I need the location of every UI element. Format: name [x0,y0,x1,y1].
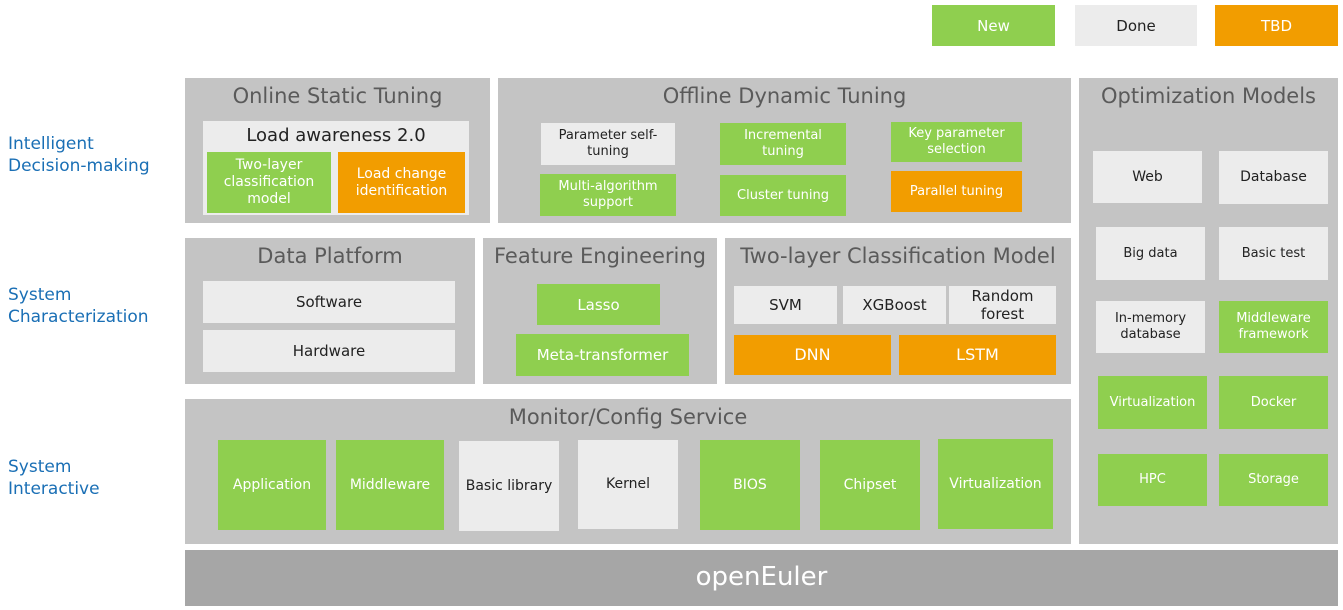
lstm-box: LSTM [899,335,1056,375]
panel-title: Feature Engineering [493,244,707,268]
feature-engineering-panel: Feature Engineering Lasso Meta-transform… [483,238,717,384]
svm-box: SVM [734,286,837,324]
software-box: Software [203,281,455,323]
data-platform-panel: Data Platform Software Hardware [185,238,475,384]
big-data-box: Big data [1096,227,1205,280]
panel-title: Online Static Tuning [232,84,443,108]
meta-transformer-box: Meta-transformer [516,334,689,376]
middleware-framework-box: Middleware framework [1219,301,1328,353]
virtualization-service-box: Virtualization [938,439,1053,529]
side-label-line: Interactive [8,479,100,499]
optimization-models-panel: Optimization Models Web Database Big dat… [1079,78,1338,544]
hardware-box: Hardware [203,330,455,372]
application-box: Application [218,440,326,530]
lasso-box: Lasso [537,284,660,325]
monitor-config-service-panel: Monitor/Config Service Application Middl… [185,399,1071,544]
legend-tbd: TBD [1215,5,1338,46]
docker-box: Docker [1219,376,1328,429]
bios-box: BIOS [700,440,800,530]
load-change-identification-box: Load change identification [338,152,465,213]
web-box: Web [1093,151,1202,203]
legend-new: New [932,5,1055,46]
multi-algorithm-support-box: Multi-algorithm support [540,174,676,216]
offline-dynamic-tuning-panel: Offline Dynamic Tuning Parameter self-tu… [498,78,1071,223]
xgboost-box: XGBoost [843,286,946,324]
side-label-system-characterization: System Characterization [8,284,149,328]
parameter-self-tuning-box: Parameter self-tuning [541,123,675,165]
side-label-line: Decision-making [8,156,150,176]
side-label-intelligent-decision-making: Intelligent Decision-making [8,133,150,177]
random-forest-box: Random forest [949,286,1056,324]
cluster-tuning-box: Cluster tuning [720,175,846,216]
side-label-line: System [8,457,72,477]
incremental-tuning-box: Incremental tuning [720,123,846,165]
online-static-tuning-panel: Online Static Tuning Load awareness 2.0 … [185,78,490,223]
load-awareness-title: Load awareness 2.0 [246,125,426,146]
basic-test-box: Basic test [1219,227,1328,280]
in-memory-database-box: In-memory database [1096,301,1205,353]
legend-done: Done [1075,5,1197,46]
side-label-line: Intelligent [8,134,94,154]
panel-title: Two-layer Classification Model [740,244,1056,268]
parallel-tuning-box: Parallel tuning [891,171,1022,212]
basic-library-box: Basic library [459,441,559,531]
two-layer-classification-model-panel: Two-layer Classification Model SVM XGBoo… [725,238,1071,384]
two-layer-classification-model-box: Two-layer classification model [207,152,331,213]
hpc-box: HPC [1098,454,1207,506]
database-box: Database [1219,151,1328,204]
side-label-line: System [8,285,72,305]
dnn-box: DNN [734,335,891,375]
panel-title: Monitor/Config Service [508,405,748,429]
panel-title: Offline Dynamic Tuning [662,84,907,108]
panel-title: Data Platform [257,244,403,268]
middleware-box: Middleware [336,440,444,530]
load-awareness-container: Load awareness 2.0 Two-layer classificat… [203,121,469,215]
chipset-box: Chipset [820,440,920,530]
side-label-system-interactive: System Interactive [8,456,100,500]
panel-title: Optimization Models [1100,84,1316,108]
openeuler-base-bar: openEuler [185,550,1338,606]
storage-box: Storage [1219,454,1328,506]
side-label-line: Characterization [8,307,149,327]
key-parameter-selection-box: Key parameter selection [891,122,1022,162]
kernel-box: Kernel [578,440,678,529]
virtualization-model-box: Virtualization [1098,376,1207,429]
